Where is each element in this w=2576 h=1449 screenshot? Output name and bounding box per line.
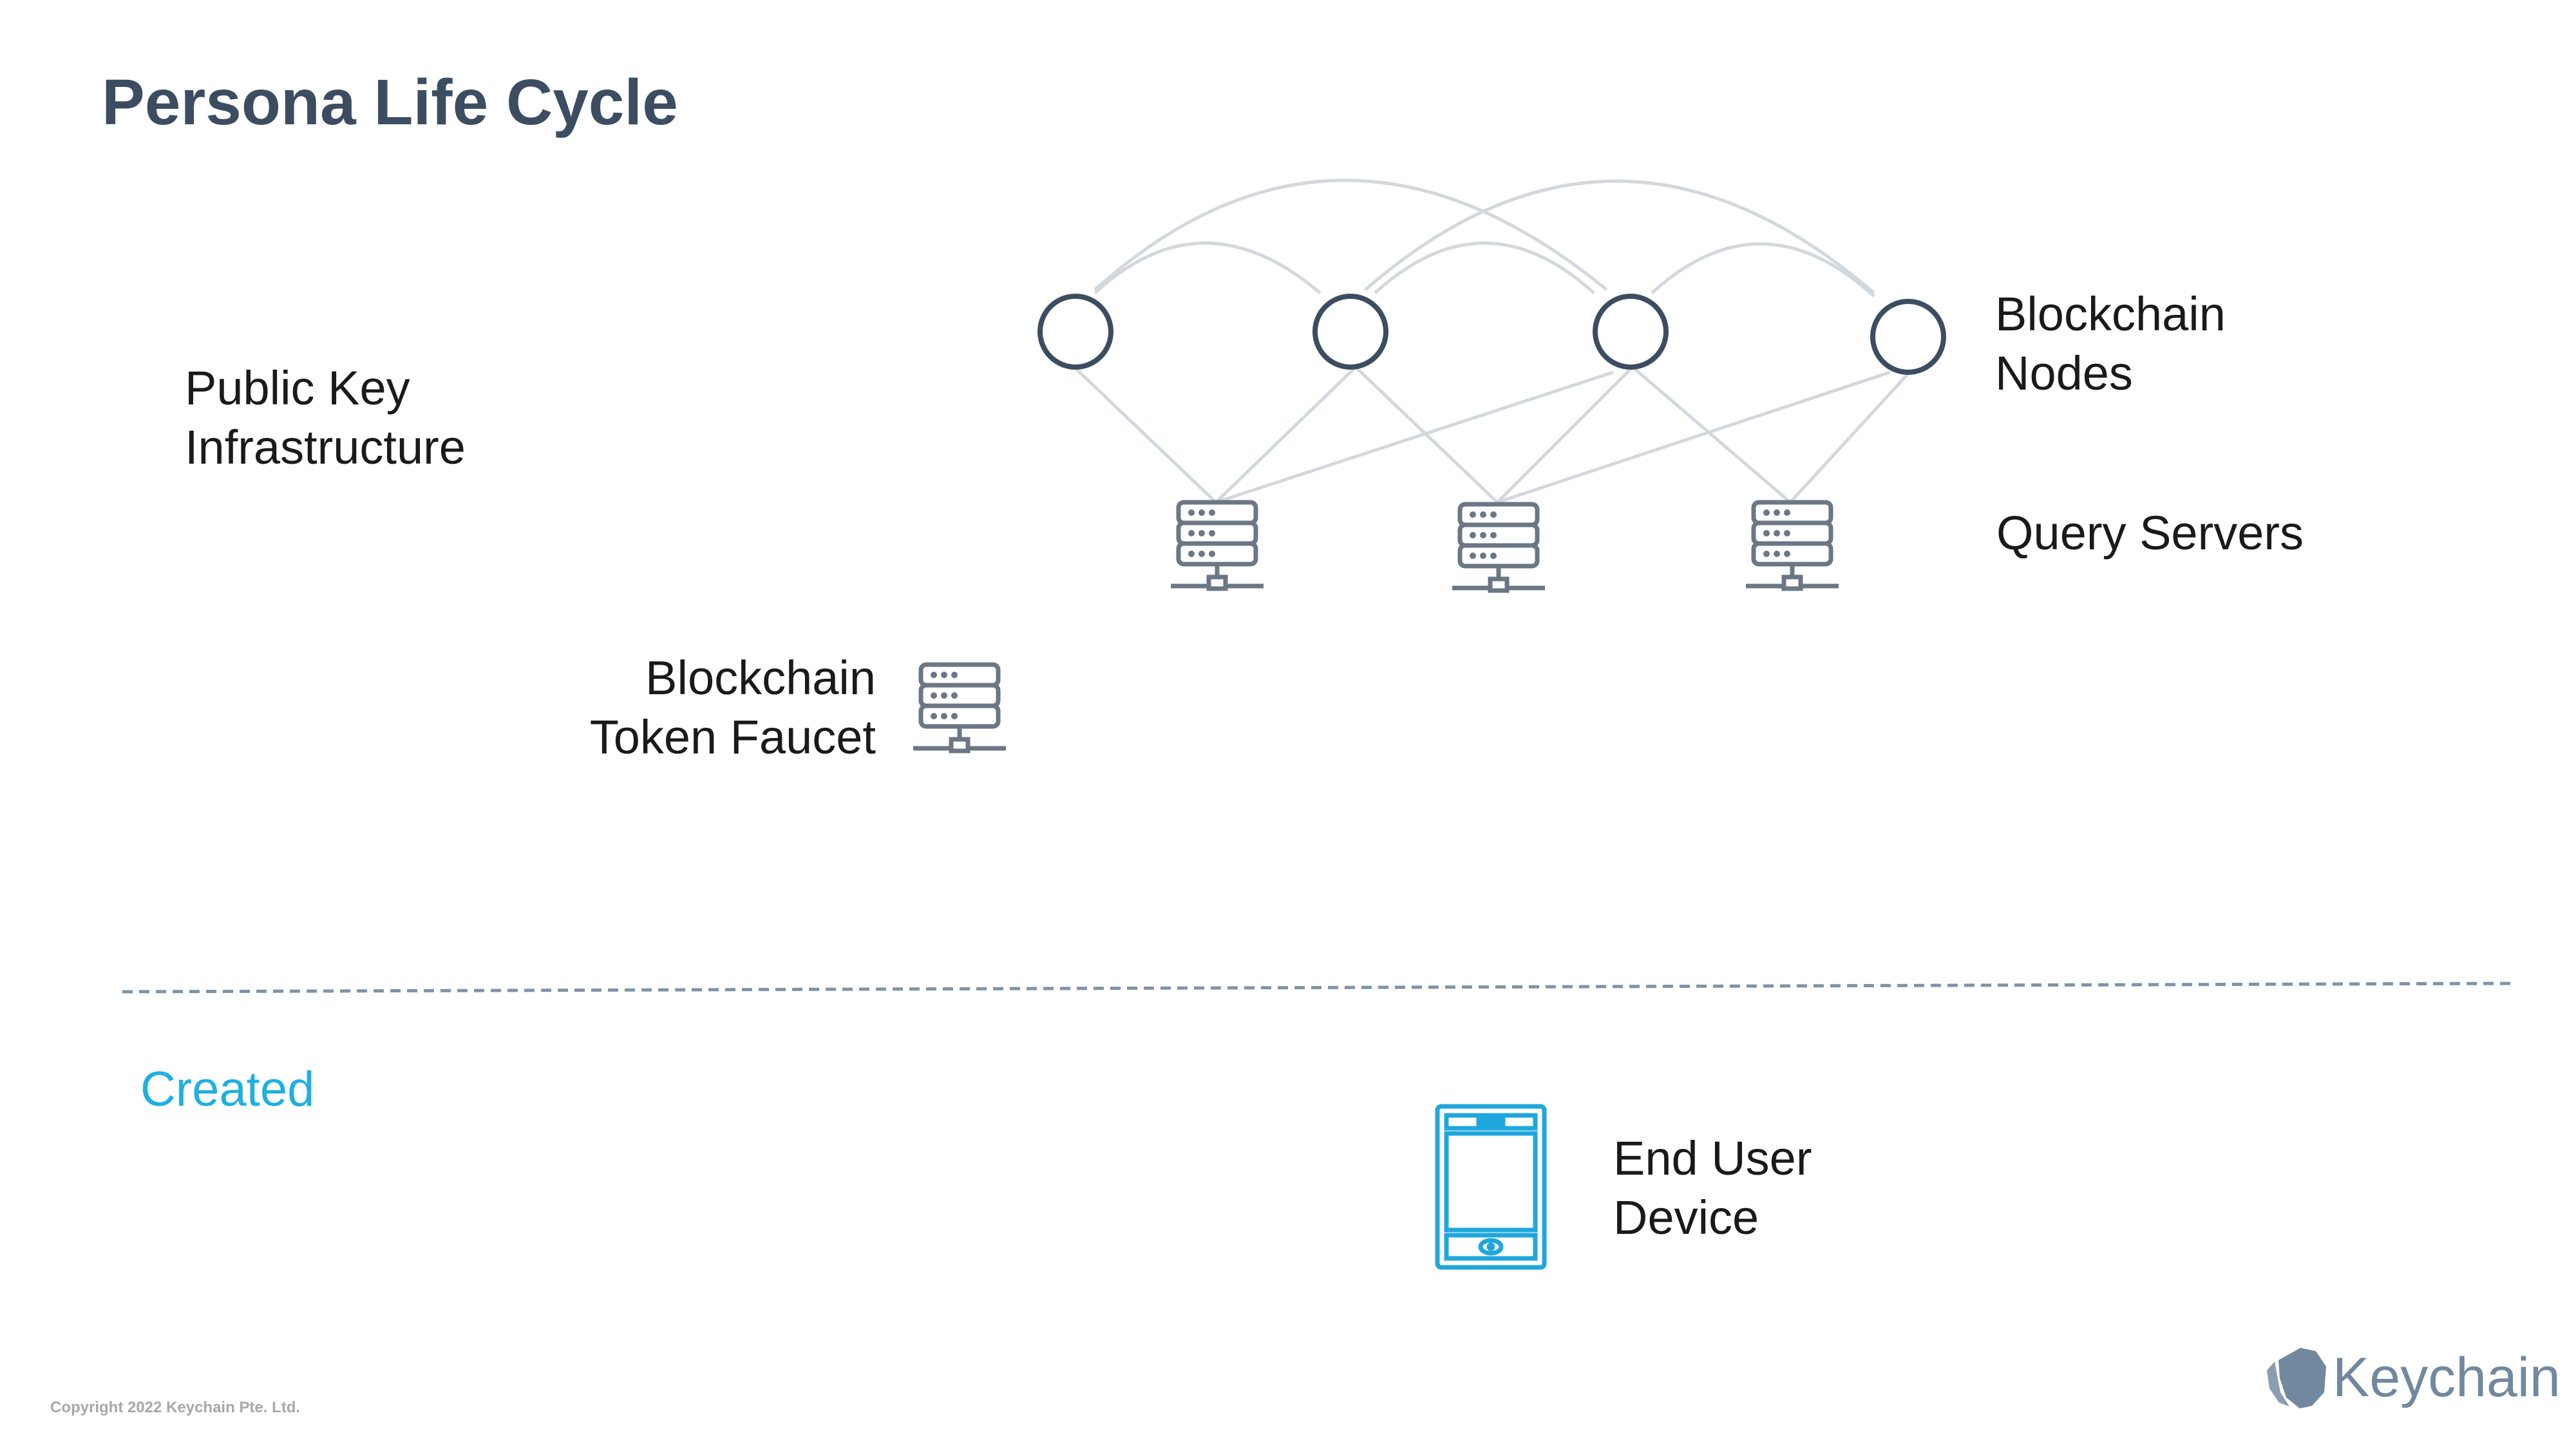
- keychain-logo-icon: [2267, 1348, 2326, 1408]
- token-faucet-label: Blockchain Token Faucet: [567, 649, 876, 767]
- pki-label: Public Key Infrastructure: [185, 359, 466, 477]
- link-node4-server2: [1497, 370, 1891, 504]
- server-rack-icon: [1452, 504, 1545, 591]
- circle-node-icon: [1870, 299, 1946, 375]
- token-faucet-label-line1: Blockchain: [645, 651, 876, 705]
- blockchain-node-group: [1037, 294, 1946, 375]
- end-user-device-label-line1: End User: [1613, 1132, 1812, 1185]
- brand-name: Keychain: [2333, 1347, 2561, 1408]
- query-servers-label: Query Servers: [1996, 506, 2304, 560]
- arc-node2-node3: [1374, 242, 1595, 294]
- arc-node2-node4: [1364, 179, 1875, 294]
- link-node3-server2: [1496, 366, 1634, 504]
- end-user-device-label: End User Device: [1613, 1129, 1812, 1247]
- server-rack-icon: [913, 665, 1006, 751]
- stage-label: Created: [140, 1062, 315, 1117]
- pki-label-line1: Public Key: [185, 361, 410, 415]
- arc-node1-node2: [1094, 242, 1321, 294]
- node-server-links: [1073, 366, 1911, 504]
- circle-node-icon: [1593, 294, 1669, 370]
- server-rack-icon: [1171, 502, 1264, 589]
- link-node1-server1: [1073, 366, 1217, 504]
- mobile-phone-icon: [1435, 1104, 1547, 1270]
- blockchain-nodes-label-line2: Nodes: [1995, 346, 2133, 400]
- link-node3-server1: [1215, 370, 1614, 504]
- section-divider: [122, 981, 2512, 994]
- end-user-device-label-line2: Device: [1613, 1191, 1759, 1244]
- server-rack-icon: [1746, 502, 1839, 589]
- blockchain-nodes-label-line1: Blockchain: [1995, 287, 2226, 341]
- link-node2-server2: [1354, 366, 1499, 504]
- blockchain-nodes-label: Blockchain Nodes: [1995, 285, 2226, 403]
- link-node4-server3: [1789, 371, 1911, 504]
- circle-node-icon: [1312, 294, 1388, 370]
- copyright-notice: Copyright 2022 Keychain Pte. Ltd.: [50, 1399, 301, 1416]
- link-node2-server1: [1215, 366, 1357, 504]
- node-connection-arcs: [1094, 178, 1875, 298]
- circle-node-icon: [1037, 294, 1113, 370]
- token-faucet-label-line2: Token Faucet: [589, 710, 876, 764]
- page-title: Persona Life Cycle: [102, 66, 678, 138]
- arc-node1-node3: [1094, 178, 1608, 291]
- link-node3-server3: [1631, 366, 1792, 504]
- pki-label-line2: Infrastructure: [185, 421, 466, 474]
- arc-node3-node4: [1651, 242, 1875, 298]
